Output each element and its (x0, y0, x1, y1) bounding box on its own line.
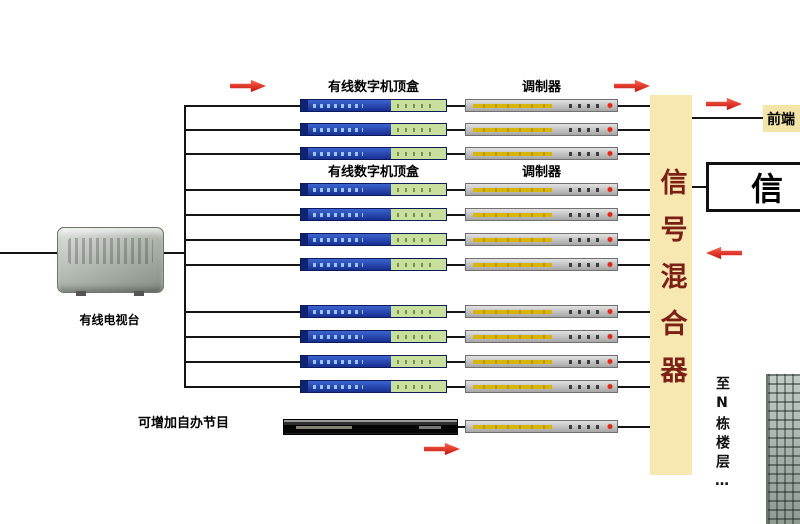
modulator-to-mixer-line (618, 264, 650, 266)
stb-to-modulator-line (447, 264, 465, 266)
modulator-to-mixer-line (618, 311, 650, 313)
modulator-device (465, 183, 618, 196)
set-top-box-device (300, 208, 447, 221)
mixer-to-frontend-line (692, 117, 763, 119)
modulator-group2-label: 调制器 (521, 165, 561, 180)
modulator-device (465, 305, 618, 318)
signal-mixer-box: 信号混合器 (650, 95, 692, 475)
stb-to-modulator-line (447, 336, 465, 338)
modulator-group1-label: 调制器 (521, 80, 561, 95)
modulator-device (465, 208, 618, 221)
set-top-box-device (300, 233, 447, 246)
modulator-device (465, 420, 618, 433)
branch-line (184, 361, 300, 363)
modulator-to-mixer-line (618, 386, 650, 388)
branch-line (184, 239, 300, 241)
cable-station-label: 有线电视台 (79, 313, 140, 327)
stb-to-modulator-line (447, 239, 465, 241)
modulator-to-mixer-line (618, 361, 650, 363)
branch-line (184, 386, 300, 388)
set-top-box-device (300, 258, 447, 271)
branch-line (184, 129, 300, 131)
modulator-to-mixer-line (618, 189, 650, 191)
modulator-device (465, 258, 618, 271)
front-end-box: 前端 (763, 105, 800, 132)
set-top-box-device (300, 183, 447, 196)
flow-arrow-bottom-icon (424, 442, 460, 456)
stb-group1-label: 有线数字机顶盒 (327, 80, 419, 95)
branch-line (184, 153, 300, 155)
branch-line (184, 311, 300, 313)
set-top-box-device (300, 99, 447, 112)
set-top-box-device (300, 147, 447, 160)
player-to-modulator-line (456, 426, 465, 428)
modulator-to-mixer-line (618, 426, 650, 428)
right-partial-box: 信 (706, 162, 800, 212)
stb-to-modulator-line (447, 105, 465, 107)
building-image (766, 374, 800, 524)
branch-line (184, 189, 300, 191)
modulator-device (465, 330, 618, 343)
flow-arrow-return-icon (706, 246, 742, 260)
branch-line (184, 105, 300, 107)
modulator-to-mixer-line (618, 153, 650, 155)
modulator-to-mixer-line (618, 214, 650, 216)
flow-arrow-to-frontend-icon (706, 97, 742, 111)
stb-to-modulator-line (447, 361, 465, 363)
modulator-to-mixer-line (618, 336, 650, 338)
set-top-box-device (300, 123, 447, 136)
branch-line (184, 214, 300, 216)
front-end-label: 前端 (767, 111, 795, 128)
right-partial-box-label: 信 (751, 170, 784, 208)
stb-to-modulator-line (447, 153, 465, 155)
set-top-box-device (300, 380, 447, 393)
stb-to-modulator-line (447, 386, 465, 388)
stb-to-modulator-line (447, 189, 465, 191)
stb-to-modulator-line (447, 311, 465, 313)
flow-arrow-mixer-input-icon (614, 79, 650, 93)
self-program-player-device (283, 419, 458, 435)
set-top-box-device (300, 305, 447, 318)
modulator-to-mixer-line (618, 105, 650, 107)
modulator-to-mixer-line (618, 129, 650, 131)
set-top-box-device (300, 330, 447, 343)
branch-line (184, 264, 300, 266)
modulator-device (465, 147, 618, 160)
signal-mixer-label: 信号混合器 (655, 167, 687, 403)
stb-to-modulator-line (447, 129, 465, 131)
modulator-device (465, 99, 618, 112)
set-top-box-device (300, 355, 447, 368)
mixer-to-rightbox-line (692, 186, 706, 188)
flow-arrow-top-left-icon (230, 79, 266, 93)
cable-station-device (57, 227, 164, 296)
modulator-device (465, 233, 618, 246)
branch-line (184, 336, 300, 338)
stb-to-modulator-line (447, 214, 465, 216)
modulator-to-mixer-line (618, 239, 650, 241)
to-floors-label: 至N栋楼层… (714, 376, 730, 494)
trunk-line (184, 105, 186, 388)
modulator-device (465, 380, 618, 393)
modulator-device (465, 355, 618, 368)
self-program-label: 可增加自办节目 (138, 416, 230, 431)
stb-group2-label: 有线数字机顶盒 (327, 165, 419, 180)
modulator-device (465, 123, 618, 136)
